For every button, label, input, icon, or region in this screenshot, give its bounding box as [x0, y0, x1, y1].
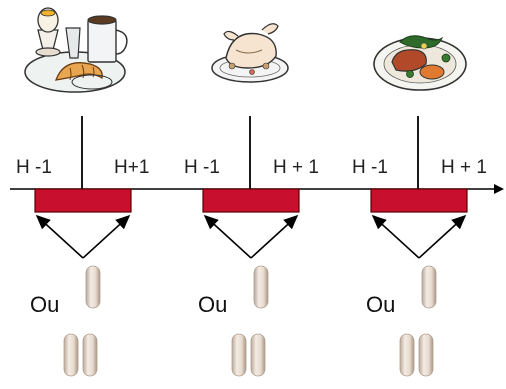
arrow-left-3 [371, 214, 420, 259]
pill-group-2 [231, 265, 269, 377]
pill-group-3 [399, 265, 437, 377]
dose-window-2 [202, 188, 300, 213]
pill-icon [85, 265, 101, 309]
roast-chicken-icon [211, 23, 289, 83]
pill-icon [231, 333, 247, 377]
pill-group-1 [63, 265, 101, 377]
pill-icon [63, 333, 79, 377]
pill-icon [253, 265, 269, 309]
or-label-1: Ou [30, 292, 60, 317]
label-after-meal-1: H+1 [114, 157, 150, 178]
or-label-2: Ou [198, 292, 228, 317]
label-before-meal-1: H -1 [16, 157, 52, 178]
breakfast-icon [24, 7, 128, 93]
time-axis-arrow [494, 184, 504, 194]
label-after-meal-2: H + 1 [273, 157, 319, 178]
dinner-plate-icon [373, 35, 467, 91]
or-label-3: Ou [366, 292, 396, 317]
label-after-meal-3: H + 1 [441, 157, 487, 178]
arrow-left-1 [35, 214, 84, 259]
arrow-left-2 [203, 214, 252, 259]
pill-icon [421, 265, 437, 309]
arrow-right-1 [82, 214, 131, 259]
arrow-right-3 [418, 214, 467, 259]
pill-icon [82, 333, 98, 377]
label-before-meal-2: H -1 [184, 157, 220, 178]
pill-icon [399, 333, 415, 377]
label-before-meal-3: H -1 [352, 157, 388, 178]
dose-window-1 [34, 188, 132, 213]
arrow-right-2 [250, 214, 299, 259]
dose-window-3 [370, 188, 468, 213]
pill-icon [250, 333, 266, 377]
pill-icon [418, 333, 434, 377]
